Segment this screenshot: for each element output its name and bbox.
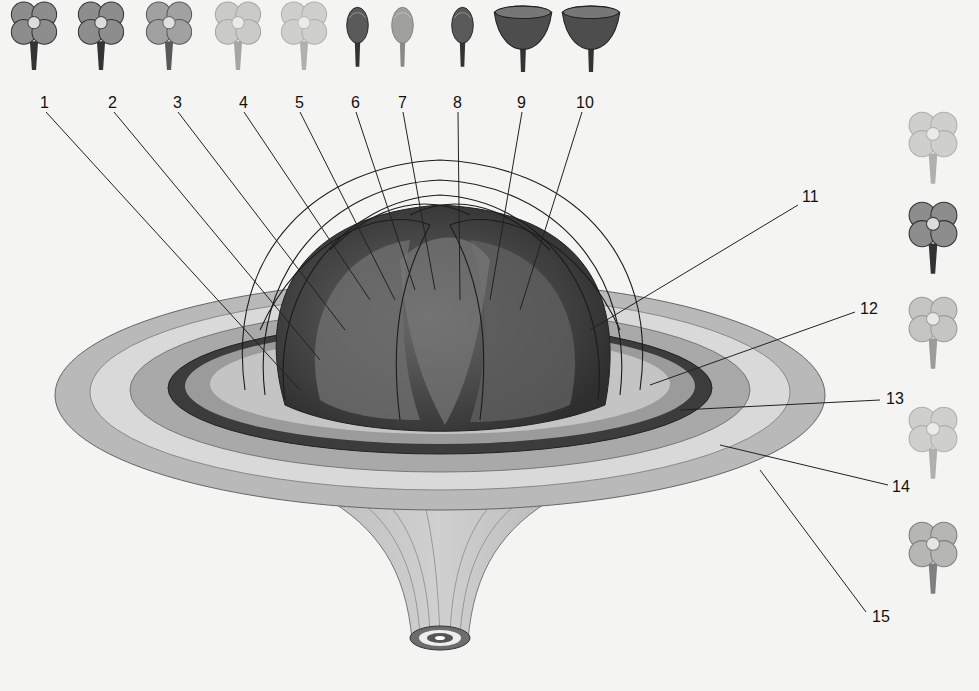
callout-number: 14 [890, 478, 912, 496]
stem-base-rings [410, 626, 470, 650]
callout-number: 9 [515, 94, 528, 112]
callout-number: 11 [800, 188, 821, 206]
callout-number: 6 [349, 94, 362, 112]
callout-number: 12 [858, 300, 880, 318]
leader-lines [46, 112, 888, 612]
stage-icons-right [909, 112, 957, 594]
callout-number: 1 [38, 94, 51, 112]
callout-number: 8 [451, 94, 464, 112]
callout-number: 15 [870, 608, 892, 626]
callout-number: 7 [396, 94, 409, 112]
callout-number: 5 [293, 94, 306, 112]
callout-number: 3 [171, 94, 184, 112]
callout-number: 13 [884, 390, 906, 408]
flower-bud [276, 205, 610, 431]
callout-number: 4 [237, 94, 250, 112]
callout-number: 10 [574, 94, 596, 112]
callout-number: 2 [106, 94, 119, 112]
stage-icons-top [11, 2, 619, 72]
